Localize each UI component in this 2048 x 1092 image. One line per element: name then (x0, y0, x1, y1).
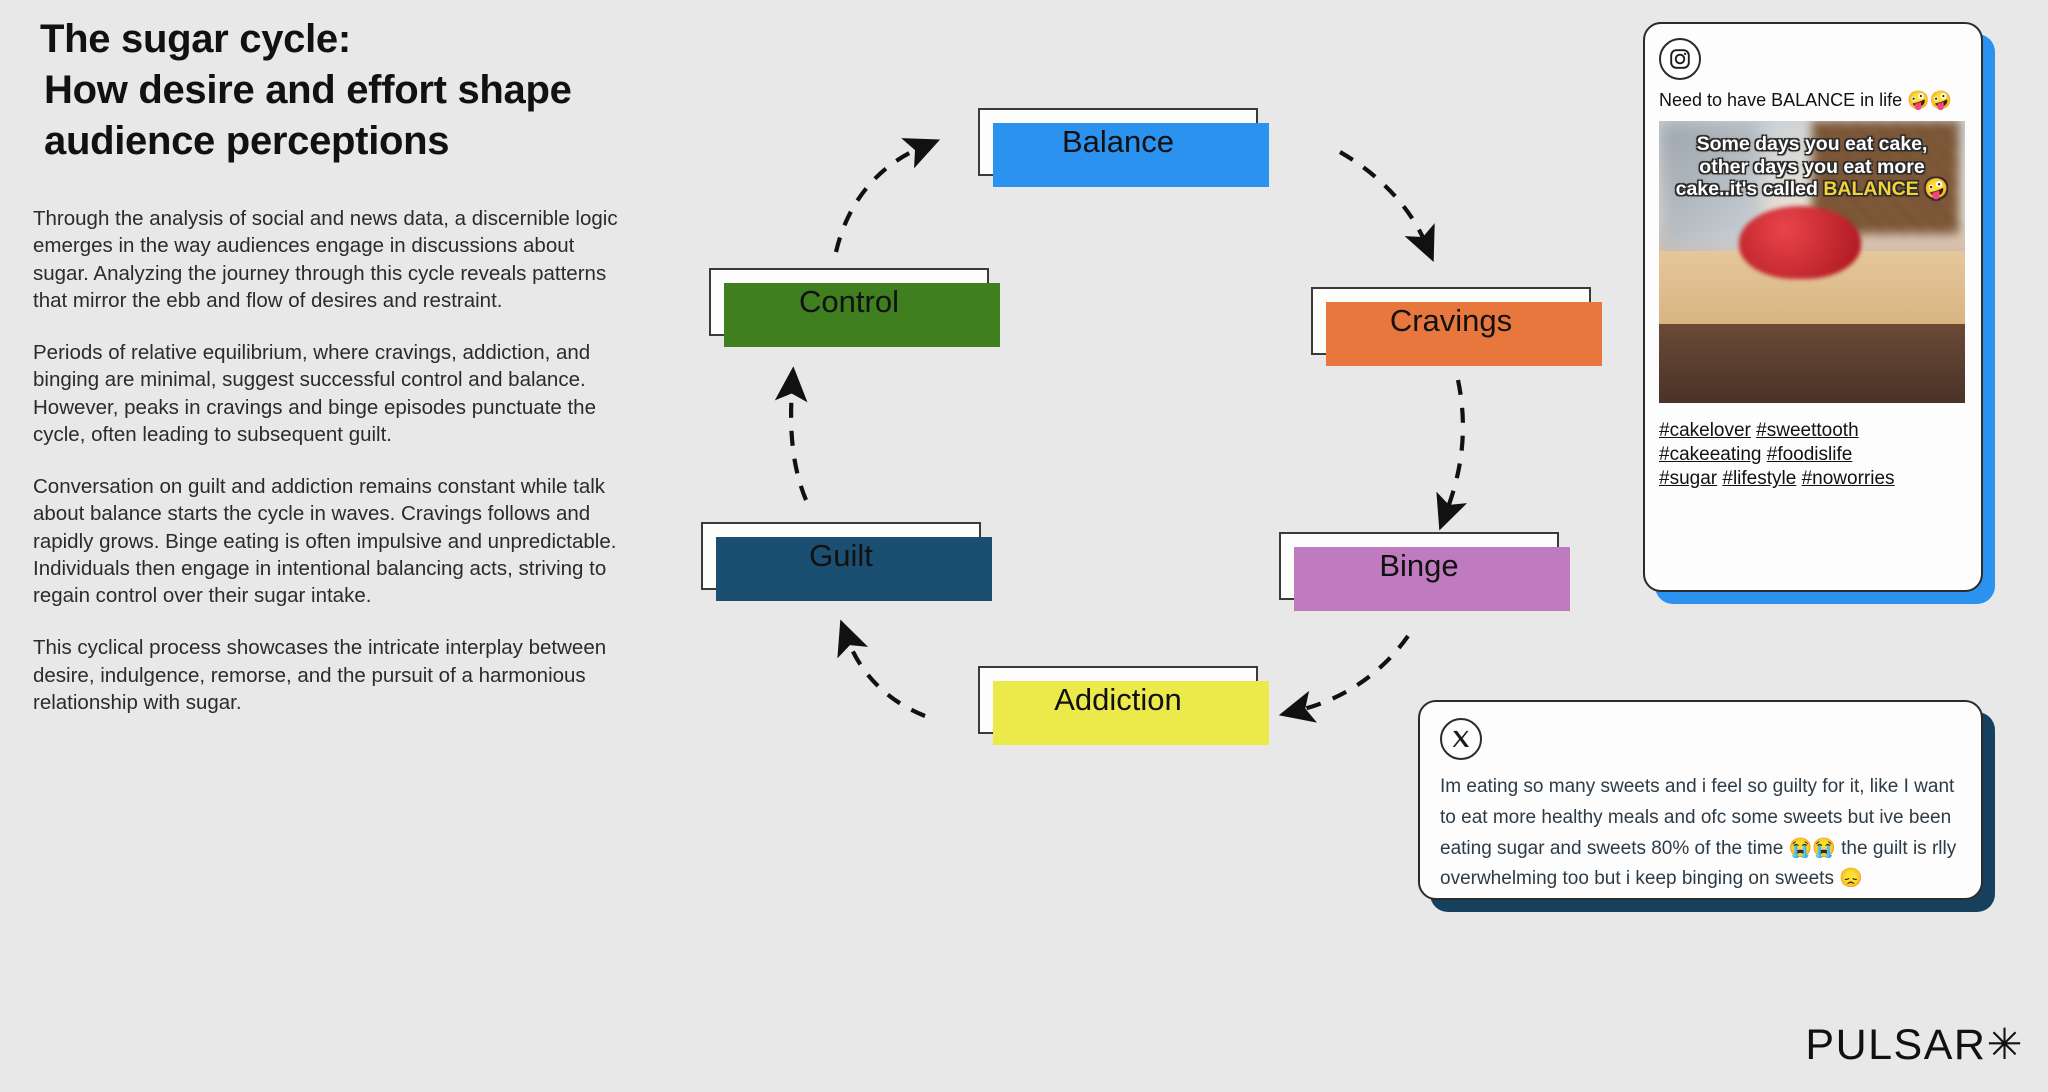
cycle-node-guilt-label: Guilt (809, 538, 873, 573)
cycle-node-control-label: Control (799, 284, 899, 319)
hashtag-cakeeating[interactable]: #cakeeating (1659, 444, 1762, 466)
node-accent-control (724, 283, 1000, 347)
cycle-node-balance-label: Balance (1061, 124, 1175, 159)
cycle-node-cravings[interactable]: Cravings (1311, 287, 1602, 366)
overlay-text-post: 🤪 (1918, 178, 1949, 201)
node-accent-binge (1294, 547, 1570, 611)
cycle-node-cravings-label: Cravings (1389, 303, 1513, 338)
page-title: The sugar cycle: How desire and effort s… (40, 14, 680, 166)
hashtag-noworries[interactable]: #noworries (1801, 468, 1895, 490)
arrow-control-to-balance (833, 138, 941, 253)
arrow-cravings-to-binge (1436, 379, 1468, 531)
hashtag-sugar[interactable]: #sugar (1659, 468, 1718, 490)
body-text-column: Through the analysis of social and news … (33, 205, 633, 716)
cycle-node-binge-label: Binge (1379, 548, 1459, 583)
cycle-node-addiction[interactable]: Addiction (978, 666, 1269, 745)
overlay-text-highlight: BALANCE (1823, 178, 1919, 201)
cycle-node-addiction-label: Addiction (1054, 682, 1182, 717)
node-accent-guilt (716, 537, 992, 601)
cycle-node-balance[interactable]: Balance (978, 108, 1269, 187)
instagram-image-overlay-text: Some days you eat cake, other days you e… (1659, 133, 1965, 200)
hashtag-lifestyle[interactable]: #lifestyle (1722, 468, 1797, 490)
instagram-caption: Need to have BALANCE in life 🤪🤪 (1659, 90, 1952, 110)
arrow-addiction-to-guilt (837, 619, 926, 718)
node-accent-balance (993, 123, 1269, 187)
arrow-binge-to-addiction (1278, 634, 1410, 723)
x-post-text: Im eating so many sweets and i feel so g… (1440, 776, 1957, 890)
photo-cake-chocolate (1659, 324, 1965, 404)
title-line-1: The sugar cycle: (40, 17, 351, 61)
hashtag-cakelover[interactable]: #cakelover (1659, 420, 1751, 442)
instagram-photo: Some days you eat cake, other days you e… (1659, 121, 1965, 404)
x-icon (1440, 718, 1482, 760)
hashtag-foodislife[interactable]: #foodislife (1766, 444, 1853, 466)
arrow-balance-to-cravings (1338, 150, 1435, 263)
instagram-icon (1659, 38, 1701, 80)
photo-raspberry (1738, 205, 1861, 280)
body-paragraph-2: Periods of relative equilibrium, where c… (33, 341, 596, 446)
cycle-node-binge[interactable]: Binge (1279, 532, 1570, 611)
x-post-card[interactable]: Im eating so many sweets and i feel so g… (1418, 700, 1983, 900)
cycle-node-guilt[interactable]: Guilt (701, 522, 992, 601)
body-paragraph-4: This cyclical process showcases the intr… (33, 636, 607, 714)
node-accent-addiction (993, 681, 1269, 745)
title-line-3: audience perceptions (44, 118, 450, 163)
instagram-hashtags[interactable]: #cakelover #sweettooth #cakeeating #food… (1659, 419, 1967, 491)
node-accent-cravings (1326, 302, 1602, 366)
hashtag-sweettooth[interactable]: #sweettooth (1756, 420, 1859, 442)
body-paragraph-3: Conversation on guilt and addiction rema… (33, 475, 617, 607)
arrow-guilt-to-control (774, 366, 808, 501)
title-line-2: How desire and effort shape (44, 67, 572, 112)
body-paragraph-1: Through the analysis of social and news … (33, 207, 618, 312)
pulsar-logo: PULSAR✳ (1805, 1021, 2024, 1069)
instagram-post-card[interactable]: Need to have BALANCE in life 🤪🤪 Some day… (1643, 22, 1983, 592)
overlay-text-pre: Some days you eat cake, other days you e… (1675, 133, 1928, 201)
cycle-node-control[interactable]: Control (709, 268, 1000, 347)
